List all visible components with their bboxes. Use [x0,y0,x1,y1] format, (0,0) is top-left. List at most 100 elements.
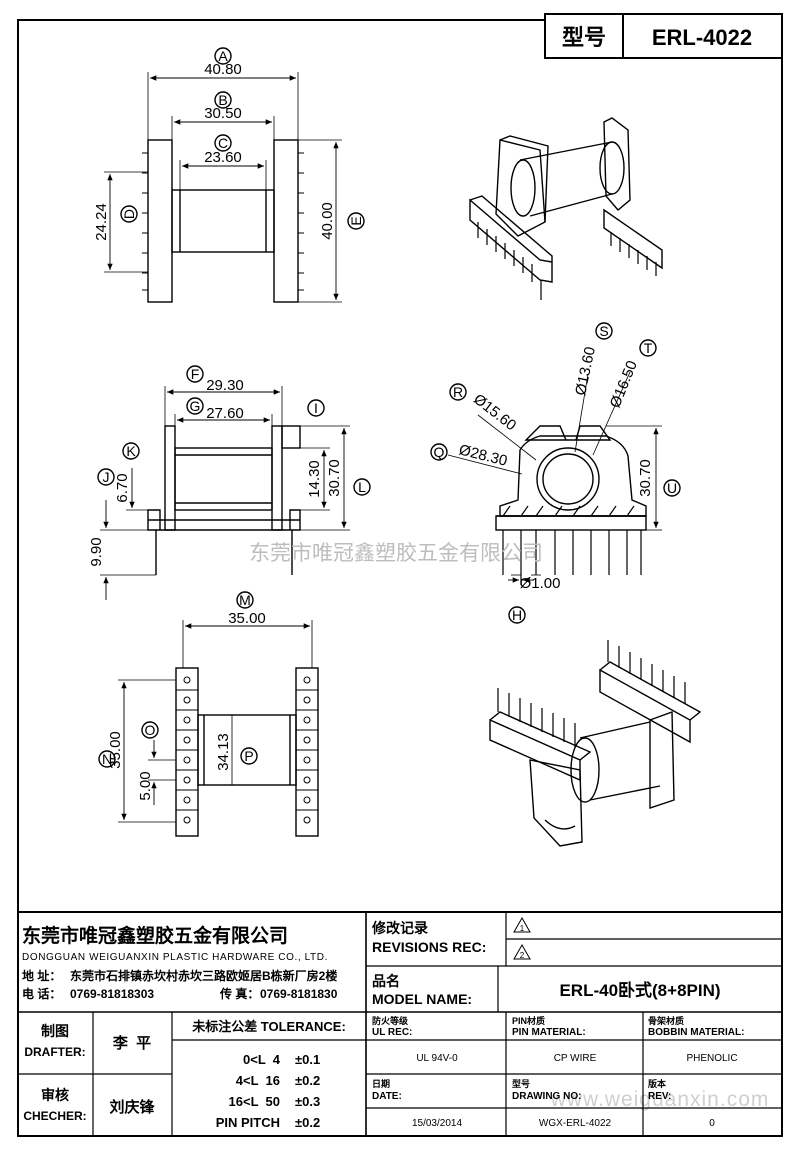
label-T: T [644,340,653,356]
ul-value: UL 94V-0 [416,1053,458,1064]
model-title-value: ERL-4022 [652,25,752,50]
drawing-value: WGX-ERL-4022 [539,1118,612,1129]
tolerance-range-2: 4<L 16 [236,1073,280,1088]
label-N: N [102,751,112,767]
rev-value: 0 [709,1118,715,1129]
bobbin-label-cn: 骨架材质 [648,1015,684,1026]
label-S: S [599,323,608,339]
company-phone: 0769-81818303 [70,987,154,1001]
dim-U: 30.70 [637,459,654,497]
tolerance-title: 未标注公差 TOLERANCE: [191,1019,346,1034]
model-label-en: MODEL NAME: [372,991,472,1007]
date-label-en: DATE: [372,1091,402,1102]
dim-pin-dia: Ø1.00 [520,575,561,592]
watermark-url: www.weiguanxin.com [550,1088,770,1111]
dim-E: 40.00 [319,202,336,240]
label-M: M [239,592,251,608]
company-name-cn: 东莞市唯冠鑫塑胶五金有限公司 [22,924,288,947]
isometric-view-top [469,117,663,300]
drawing-label-en: DRAWING NO: [512,1091,581,1102]
date-label-cn: 日期 [372,1078,390,1089]
revision-1: 1 [520,924,525,933]
dim-N: 35.00 [107,731,124,769]
dim-B: 30.50 [204,105,242,122]
title-block-text: 东莞市唯冠鑫塑胶五金有限公司 DONGGUAN WEIGUANXIN PLAST… [22,920,744,1130]
model-label-cn: 品名 [372,973,400,989]
checker-name: 刘庆锋 [109,1098,155,1116]
label-A: A [218,48,228,64]
revisions-label-en: REVISIONS REC: [372,939,486,955]
dim-S: Ø13.60 [572,345,599,397]
drafter-label-cn: 制图 [41,1023,69,1039]
checker-label-cn: 审核 [41,1087,69,1103]
dim-D: 24.24 [93,203,110,241]
tolerance-value-2: ±0.2 [295,1073,320,1088]
model-title-box: 型号 ERL-4022 [544,13,783,59]
label-F: F [191,366,200,382]
company-name-en: DONGGUAN WEIGUANXIN PLASTIC HARDWARE CO.… [22,952,328,963]
title-block [18,911,782,1136]
label-C: C [218,135,228,151]
label-K: K [126,443,136,459]
label-E: E [348,216,364,225]
watermark: 东莞市唯冠鑫塑胶五金有限公司 [249,542,543,565]
top-view [104,47,365,303]
side-view [97,365,371,600]
label-L: L [358,479,366,495]
tolerance-range-3: 16<L 50 [229,1094,280,1109]
tolerance-value-3: ±0.3 [295,1094,320,1109]
company-fax: 0769-8181830 [260,987,338,1001]
drawing-label-cn: 型号 [512,1078,530,1089]
end-view [430,322,681,624]
side-view-labels: F 29.30 G 27.60 I K 6.70 J 9.90 14.30 L … [88,366,366,567]
company-phone-label: 电 话： [22,986,61,1001]
label-H: H [512,607,522,623]
date-value: 15/03/2014 [412,1118,462,1129]
dim-J: 9.90 [88,537,105,566]
model-value: ERL-40卧式(8+8PIN) [559,980,720,1000]
drafter-name: 李 平 [112,1034,151,1052]
dim-A: 40.80 [204,61,242,78]
dim-F: 29.30 [206,377,244,394]
checker-label-en: CHECHER: [23,1109,86,1123]
dim-M: 35.00 [228,610,266,627]
sheet-border [17,19,783,1137]
pin-label-cn: PIN材质 [512,1015,545,1026]
dim-P: 34.13 [215,733,232,771]
revision-2: 2 [520,951,525,960]
company-address-label: 地 址： [22,968,61,983]
ul-label-en: UL REC: [372,1027,412,1038]
tolerance-range-1: 0<L 4 [243,1052,281,1067]
dim-G: 27.60 [206,405,244,422]
tolerance-value-1: ±0.1 [295,1052,320,1067]
company-address: 东莞市石排镇赤坎村赤坎三路欧姬居B栋新厂房2楼 [70,968,337,983]
revisions-label-cn: 修改记录 [371,920,428,936]
ul-label-cn: 防火等级 [372,1015,409,1026]
label-G: G [190,398,201,414]
isometric-view-bottom [489,640,702,847]
dim-C: 23.60 [204,149,242,166]
bobbin-value: PHENOLIC [686,1053,737,1064]
label-J: J [103,469,110,485]
tolerance-range-4: PIN PITCH [216,1115,280,1130]
bottom-view [98,591,319,837]
label-R: R [453,384,463,400]
end-view-labels: S Ø13.60 T Ø16.50 R Ø15.60 Q Ø28.30 U 30… [434,323,678,623]
top-view-labels: A 40.80 B 30.50 C 23.60 D 24.24 E 40.00 [93,48,364,241]
dim-Q: Ø28.30 [457,441,509,469]
pin-label-en: PIN MATERIAL: [512,1027,586,1038]
rev-label-en: REV: [648,1091,671,1102]
drafter-label-en: DRAFTER: [24,1045,85,1059]
tolerance-value-4: ±0.2 [295,1115,320,1130]
rev-label-cn: 版本 [647,1078,667,1089]
label-U: U [667,480,677,496]
dim-K: 6.70 [114,473,131,502]
company-fax-label: 传 真： [219,986,259,1001]
dim-L: 30.70 [326,459,343,497]
label-B: B [218,92,227,108]
bobbin-label-en: BOBBIN MATERIAL: [648,1027,744,1038]
label-I: I [314,400,318,416]
dim-H: 14.30 [306,460,323,498]
bottom-view-labels: M 35.00 N 35.00 O 5.00 P 34.13 [102,592,266,801]
